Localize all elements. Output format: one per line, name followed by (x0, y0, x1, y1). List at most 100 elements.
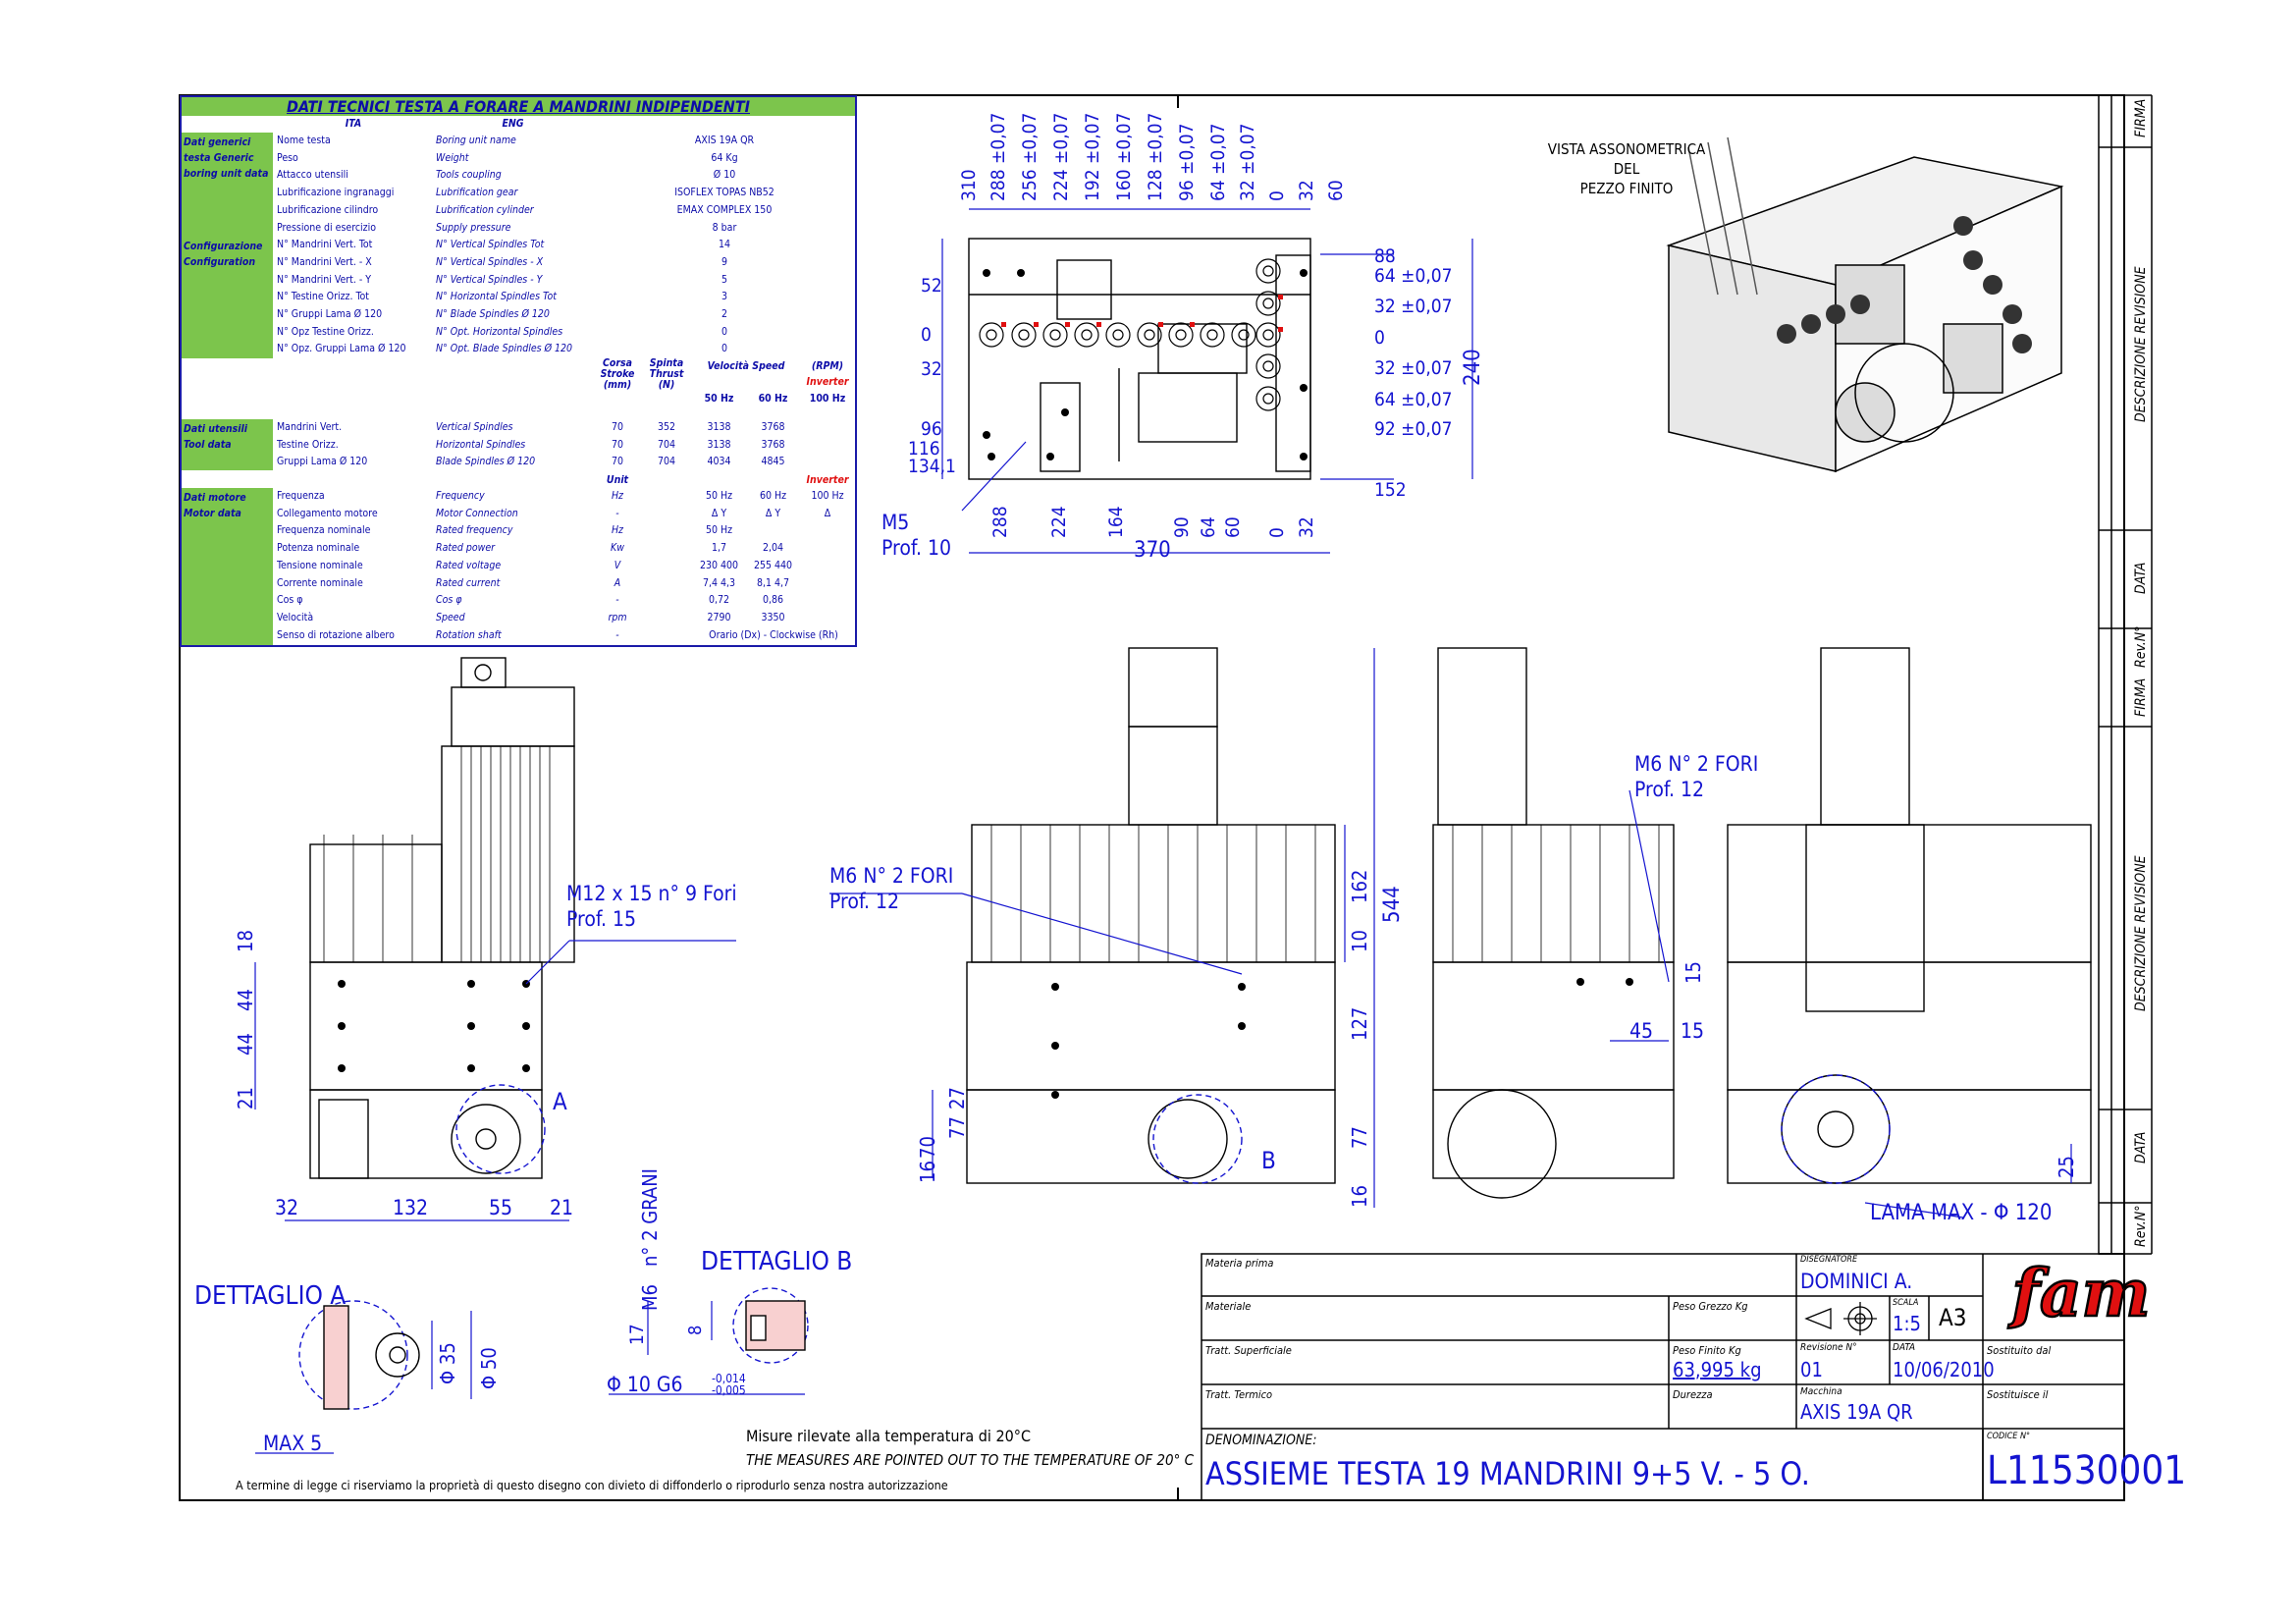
config-row-ita: N° Mandrini Vert. - Y (277, 273, 372, 286)
motor-row-60hz: 0,86 (762, 594, 784, 607)
tb-denominazione-value: ASSIEME TESTA 19 MANDRINI 9+5 V. - 5 O. (1205, 1455, 1810, 1492)
left-view-vdim: 21 (234, 1087, 257, 1110)
motor-row-eng: Rated current (436, 576, 501, 589)
revision-column-label: DESCRIZIONE REVISIONE (2133, 855, 2149, 1011)
config-row-ita: N° Gruppi Lama Ø 120 (277, 308, 383, 320)
back-view-dim: 25 (2055, 1156, 2078, 1178)
tool-row-eng: Blade Spindles Ø 120 (436, 456, 536, 468)
motor-row-eng: Rated power (436, 542, 496, 555)
top-dim-label: 0 (1266, 190, 1288, 201)
front-view-right-dim: 127 (1348, 1006, 1371, 1041)
tb-data: DATA (1893, 1342, 1916, 1353)
tb-peso-finito-value: 63,995 kg (1673, 1358, 1762, 1381)
generic-row-value: 8 bar (712, 221, 737, 234)
config-row-value: 9 (721, 255, 727, 268)
motor-row-unit: V (614, 559, 621, 571)
motor-row-50hz: 50 Hz (705, 490, 733, 502)
motor-row-60hz: 8,1 4,7 (756, 576, 790, 589)
right-dim-label: 32 ±0,07 (1374, 357, 1453, 379)
tool-row-thrust: 704 (657, 438, 676, 451)
generic-row-value: Ø 10 (713, 169, 736, 182)
top-view (941, 208, 1473, 554)
right-dim-label: 64 ±0,07 (1374, 265, 1453, 287)
motor-row-100hz (800, 575, 855, 593)
tool-row-50hz: 3138 (707, 438, 731, 451)
iso-view (1666, 136, 2064, 473)
motor-row-eng: Rated voltage (436, 559, 502, 571)
config-row-eng: N° Opt. Horizontal Spindles (436, 325, 563, 338)
motor-row-50hz: 230 400 (699, 559, 739, 571)
motor-row-50hz: 50 Hz (705, 524, 733, 537)
left-view-note-1: M12 x 15 n° 9 Fori (566, 882, 737, 905)
revision-column-label: DESCRIZIONE REVISIONE (2133, 266, 2149, 422)
right-dim-label: 64 ±0,07 (1374, 389, 1453, 410)
left-view-vdim: 44 (234, 989, 257, 1011)
motor-row-ita: Collegamento motore (277, 507, 378, 519)
fam-logo: fam (2006, 1255, 2152, 1332)
tool-head-speed: Velocità Speed (707, 360, 785, 372)
top-dim-label: 128 ±0,07 (1145, 112, 1166, 201)
generic-row-eng: Tools coupling (436, 169, 502, 182)
motor-row-unit: Kw (611, 542, 624, 555)
revision-column-label: FIRMA (2133, 677, 2149, 717)
tb-format: A3 (1939, 1304, 1967, 1331)
bottom-dim-label: 90 (1171, 516, 1193, 538)
revision-column-label: Rev.N° (2133, 1205, 2149, 1247)
detail-a-d35: Φ 35 (436, 1342, 459, 1384)
config-row-value: 0 (721, 325, 727, 338)
config-row-eng: N° Vertical Spindles - Y (436, 273, 543, 286)
spec-table: DATI TECNICI TESTA A FORARE A MANDRINI I… (180, 95, 857, 647)
top-dim-label: 32 (1296, 180, 1317, 201)
generic-row-ita: Nome testa (277, 135, 331, 146)
view-left (254, 657, 736, 1221)
tb-macchina: Macchina (1800, 1386, 1842, 1397)
iso-caption-line-1: VISTA ASSONOMETRICA (1547, 140, 1706, 158)
left-view-vdim: 44 (234, 1033, 257, 1056)
config-row-eng: N° Vertical Spindles Tot (436, 239, 545, 251)
motor-row-eng: Speed (436, 611, 465, 623)
motor-row-100hz (800, 540, 855, 558)
tool-head-thrust: Spinta Thrust (N) (649, 358, 684, 391)
motor-row-50hz: Orario (Dx) - Clockwise (Rh) (709, 628, 838, 641)
top-dim-label: 256 ±0,07 (1019, 112, 1041, 201)
detail-b-drawing (609, 1287, 809, 1395)
detail-a-marker: A (553, 1088, 567, 1115)
motor-row-eng: Rotation shaft (436, 628, 502, 641)
generic-row-eng: Supply pressure (436, 221, 511, 234)
tb-denominazione: DENOMINAZIONE: (1205, 1433, 1317, 1448)
motor-row-eng: Motor Connection (436, 507, 518, 519)
legal-note: A termine di legge ci riserviamo la prop… (236, 1478, 948, 1492)
generic-row-ita: Lubrificazione ingranaggi (277, 187, 395, 199)
detail-a-max: MAX 5 (263, 1432, 323, 1455)
motor-row-50hz: Δ Y (711, 507, 727, 519)
generic-row-eng: Lubrification gear (436, 187, 518, 199)
title-block-grid (1201, 1253, 2125, 1501)
tool-head-60hz: 60 Hz (758, 393, 788, 405)
config-row-ita: N° Opz. Gruppi Lama Ø 120 (277, 343, 406, 355)
left-dim-label: 96 (921, 418, 942, 440)
group-tool: Dati utensili Tool data (182, 419, 273, 470)
motor-row-50hz: 0,72 (708, 594, 730, 607)
config-row-ita: N° Mandrini Vert. Tot (277, 239, 373, 251)
motor-row-50hz: 1,7 (711, 542, 727, 555)
revision-column-label: DATA (2133, 1131, 2149, 1164)
tool-row-60hz: 3768 (761, 421, 785, 433)
tb-data-value: 10/06/2010 (1893, 1358, 1995, 1381)
detail-b-17: 17 (626, 1324, 648, 1345)
tb-peso-grezzo: Peso Grezzo Kg (1673, 1300, 1748, 1313)
tool-row-ita: Gruppi Lama Ø 120 (277, 456, 368, 468)
config-row-eng: N° Blade Spindles Ø 120 (436, 308, 550, 320)
config-row-value: 5 (721, 273, 727, 286)
top-dim-label: 60 (1325, 180, 1347, 201)
config-row-value: 14 (718, 239, 731, 251)
top-dim-label: 96 ±0,07 (1176, 123, 1198, 201)
tool-row-60hz: 3768 (761, 438, 785, 451)
motor-row-ita: Velocità (277, 611, 314, 623)
bottom-dim-label: 164 (1105, 506, 1127, 538)
tb-sostituisce: Sostituisce il (1987, 1388, 2049, 1401)
motor-row-eng: Rated frequency (436, 524, 513, 537)
left-view-hdim: 32 (275, 1196, 299, 1219)
view-back (1727, 647, 2092, 1218)
temperature-note-en: THE MEASURES ARE POINTED OUT TO THE TEMP… (746, 1451, 1195, 1469)
motor-row-unit: - (615, 628, 619, 641)
